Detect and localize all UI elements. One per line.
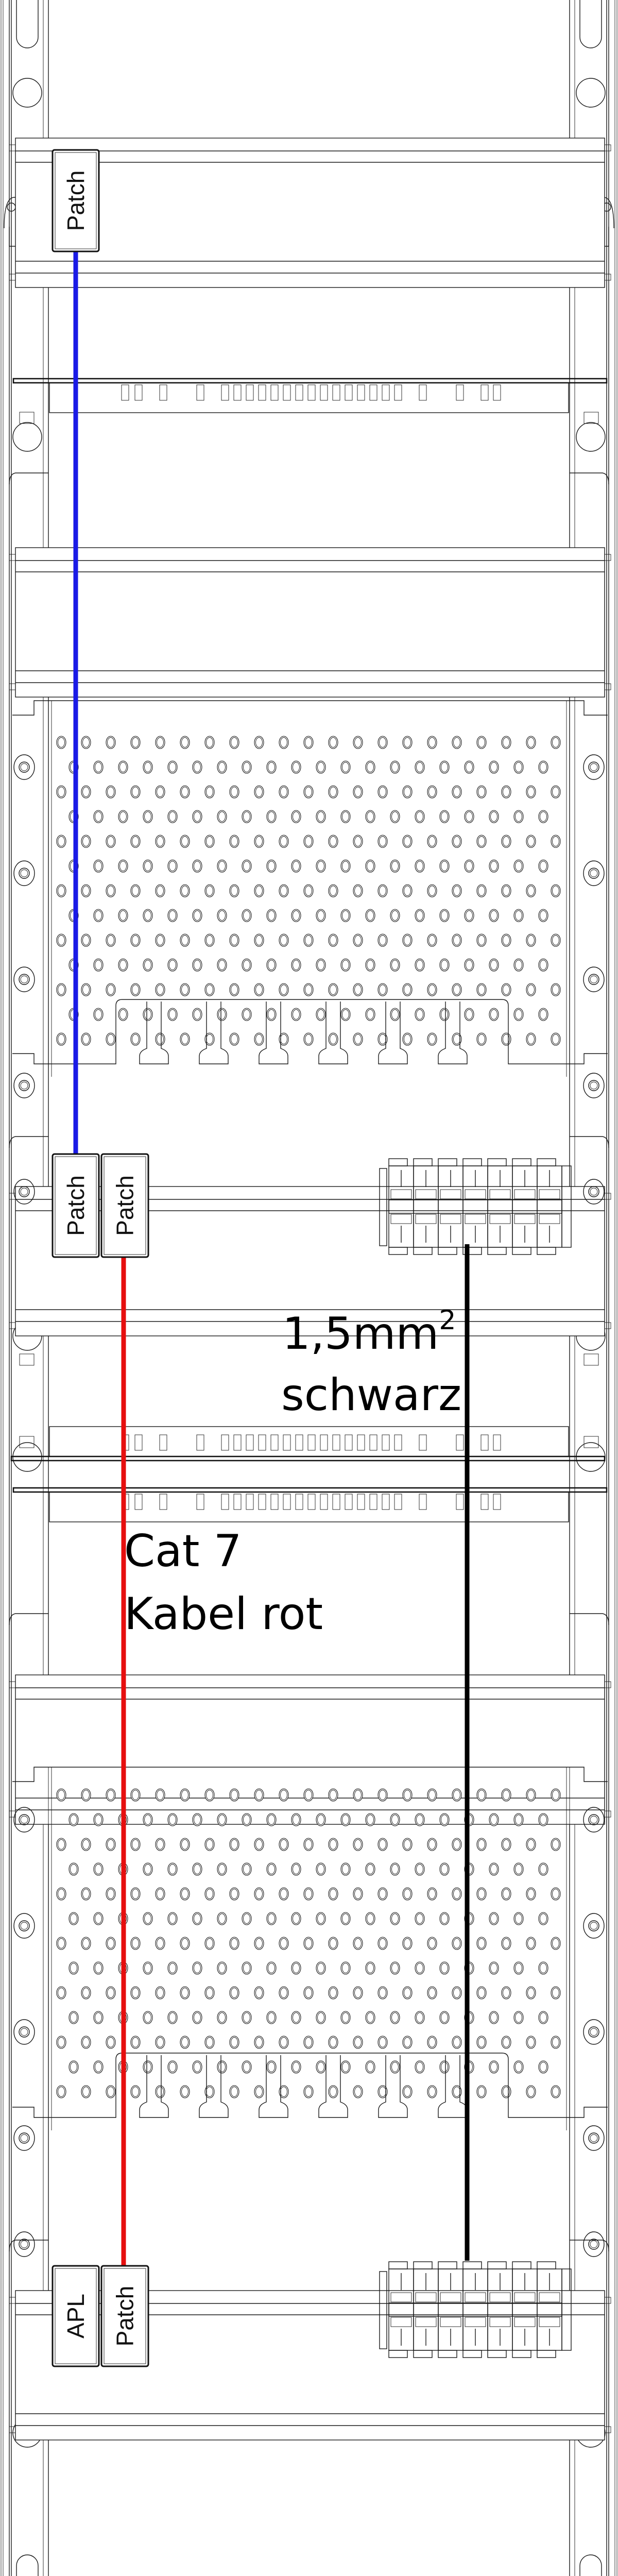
module-patch-mid-1: Patch (52, 1153, 100, 1258)
module-label: Patch (62, 1175, 89, 1236)
module-label: Patch (62, 171, 89, 231)
annotation-wire-size-line1: 1,5mm2 (282, 1305, 456, 1360)
wires (73, 251, 470, 2266)
module-patch-mid-2: Patch (100, 1153, 149, 1258)
perforated-plate (12, 1767, 608, 2257)
din-rail (9, 547, 611, 698)
perforated-plates (12, 700, 608, 2257)
module-apl-bottom: APL (52, 2265, 100, 2367)
module-label: APL (62, 2294, 89, 2338)
annotation-wire-color: schwarz (281, 1369, 461, 1421)
module-patch-top: Patch (52, 149, 100, 252)
module-label: Patch (112, 1175, 139, 1236)
comb-strip (12, 378, 608, 413)
din-rail (9, 138, 611, 288)
annotation-cable-type-line1: Cat 7 (124, 1526, 242, 1577)
din-rail (9, 1674, 611, 1825)
module-patch-bottom: Patch (100, 2265, 149, 2367)
terminal-block (379, 1158, 572, 1255)
annotations: 1,5mm2 schwarz Cat 7 Kabel rot (124, 1305, 461, 1640)
perforated-plate (12, 700, 608, 1205)
comb-strip (12, 1487, 608, 1522)
terminal-block (379, 2261, 572, 2358)
annotation-cable-type-line2: Kabel rot (124, 1588, 323, 1640)
module-label: Patch (112, 2286, 139, 2347)
section-flanges (9, 472, 609, 2252)
terminal-blocks (379, 1158, 572, 2358)
comb-strip (10, 1426, 606, 1462)
